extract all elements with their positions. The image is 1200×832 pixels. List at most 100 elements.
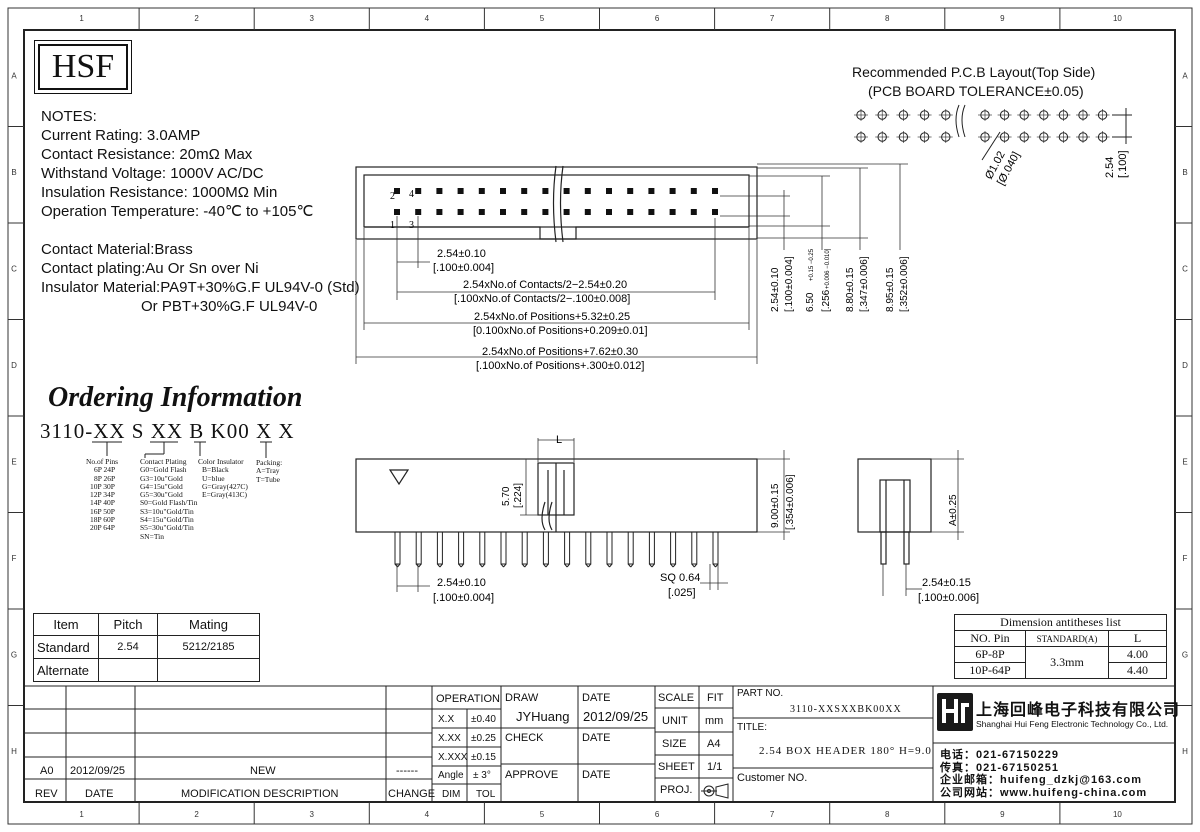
item-header: Item (33, 613, 99, 636)
pin-tail (521, 531, 528, 565)
frame-col-number: 1 (79, 810, 84, 819)
pin-tip (437, 563, 441, 568)
dim-total-height: 9.00±0.15 (770, 483, 781, 528)
contact-pin (690, 188, 697, 194)
contact-pin (542, 188, 549, 194)
pin-tip (670, 563, 674, 568)
pin-label-2: 2 (390, 191, 395, 202)
contact-pin (584, 209, 591, 215)
pin-tail (564, 531, 571, 565)
packing-title: Packing: (256, 458, 283, 467)
pitch-cell (98, 658, 158, 682)
frame-col-number: 8 (885, 810, 890, 819)
plating-option: S4=15u"Gold/Tin (140, 515, 194, 525)
pins-option: 12P 34P (90, 490, 115, 500)
pin-tip (693, 563, 698, 568)
dim-inner-length: 2.54xNo.of Positions+5.32±0.25 (474, 311, 630, 323)
contact-pin (521, 188, 528, 194)
draw-date-label: DATE (582, 692, 611, 704)
vdim-inner-height-inch: [.256 (821, 289, 832, 312)
approve-label: APPROVE (505, 769, 559, 781)
contact-pin (563, 188, 570, 194)
tol-xxxx-value: ±0.15 (471, 752, 496, 763)
pin-tail (712, 531, 719, 565)
pin-tail (436, 531, 443, 565)
pin-tip (543, 563, 547, 568)
color-option: G=Gray(427C) (202, 481, 248, 491)
frame-col-number: 9 (1000, 14, 1005, 23)
pcb-layout-title: Recommended P.C.B Layout(Top Side) (852, 64, 1096, 80)
plating-options: Contact Plating G0=Gold Flash G3=10u"Gol… (140, 457, 198, 541)
contact-pin (606, 188, 612, 194)
plating-option: S0=Gold Flash/Tin (140, 498, 198, 508)
vdim-width-inch: [.352±0.006] (899, 256, 910, 312)
dim-square-pin: SQ 0.64 (660, 572, 700, 584)
contact-pin (436, 209, 443, 215)
contact-pin (627, 209, 634, 215)
material-line: Contact Material:Brass (41, 241, 193, 258)
pin-tail (606, 531, 613, 565)
contact-pin (457, 188, 464, 194)
frame-row-letter: B (1182, 168, 1187, 177)
hsf-logo: HSF (38, 44, 128, 90)
title-label: TITLE: (737, 722, 768, 733)
dimension-list-table: Dimension antitheses list NO. Pin STANDA… (954, 614, 1167, 679)
dim-L-label: L (556, 434, 562, 446)
pin-tip (458, 563, 462, 568)
material-line: Insulator Material:PA9T+30%G.F UL94V-0 (… (41, 279, 360, 296)
color-option: U=blue (202, 473, 225, 483)
rev-date-value: 2012/09/25 (70, 765, 126, 777)
pins-options: No.of Pins 6P 24P 8P 26P 10P 30P 12P 34P… (86, 457, 118, 533)
plating-option: G0=Gold Flash (140, 465, 187, 475)
plating-title: Contact Plating (140, 457, 187, 466)
pin-tail (542, 531, 549, 565)
frame-row-letter: H (11, 747, 17, 756)
contact-pin (627, 188, 634, 194)
pcb-pitch-inch: [.100] (1117, 150, 1129, 178)
pin-tip (712, 563, 716, 568)
dim-outer-length: 2.54xNo.of Positions+7.62±0.30 (482, 346, 638, 358)
plating-option: S5=30u"Gold/Tin (140, 523, 194, 533)
frame-row-letter: A (1182, 71, 1188, 80)
pin-tip (606, 563, 610, 568)
dim-list-cell: 4.40 (1108, 662, 1167, 679)
frame-row-letter: E (11, 457, 16, 466)
company-name-en: Shanghai Hui Feng Electronic Technology … (976, 719, 1169, 729)
contact-pin (690, 209, 697, 215)
pcb-pitch-label: 2.54 (1104, 157, 1116, 178)
change-header: CHANGE (388, 788, 436, 800)
frame-col-number: 8 (885, 14, 890, 23)
color-options: Color Insulator B=Black U=blue G=Gray(42… (198, 457, 248, 499)
vdim-inner-height: 6.50 (805, 292, 816, 312)
contact-pin (415, 188, 422, 194)
company-contacts: 电话：021-67150229 传真：021-67150251 企业邮箱：hui… (940, 749, 1147, 799)
tol-angle-value: ± 3° (473, 770, 491, 781)
tol-label: TOL (476, 789, 496, 800)
unit-label: UNIT (662, 715, 688, 727)
contact-pin (712, 188, 718, 194)
material-line: Contact plating:Au Or Sn over Ni (41, 260, 259, 277)
contact-pin (500, 188, 506, 194)
pin-tip (630, 563, 634, 568)
pins-option: 14P 40P (90, 498, 115, 508)
dim-list-cell: 6P-8P (954, 646, 1026, 663)
unit-value: mm (705, 715, 724, 727)
proj-label: PROJ. (660, 784, 693, 796)
check-date-label: DATE (582, 732, 611, 744)
fit-label: FIT (707, 692, 724, 704)
frame-row-letter: A (11, 71, 17, 80)
contact-pin (500, 209, 506, 215)
pin-tip (479, 563, 483, 568)
pin-tip (503, 563, 507, 568)
contact-pin (563, 209, 570, 215)
approve-date-label: DATE (582, 769, 611, 781)
contact-pin (606, 209, 612, 215)
mating-cell: 5212/2185 (157, 635, 260, 659)
frame-row-letter: F (12, 554, 17, 563)
ordering-code: 3110-XX S XX B K00 X X (40, 419, 295, 443)
dim-label: DIM (442, 789, 461, 800)
frame-col-number: 4 (425, 810, 430, 819)
